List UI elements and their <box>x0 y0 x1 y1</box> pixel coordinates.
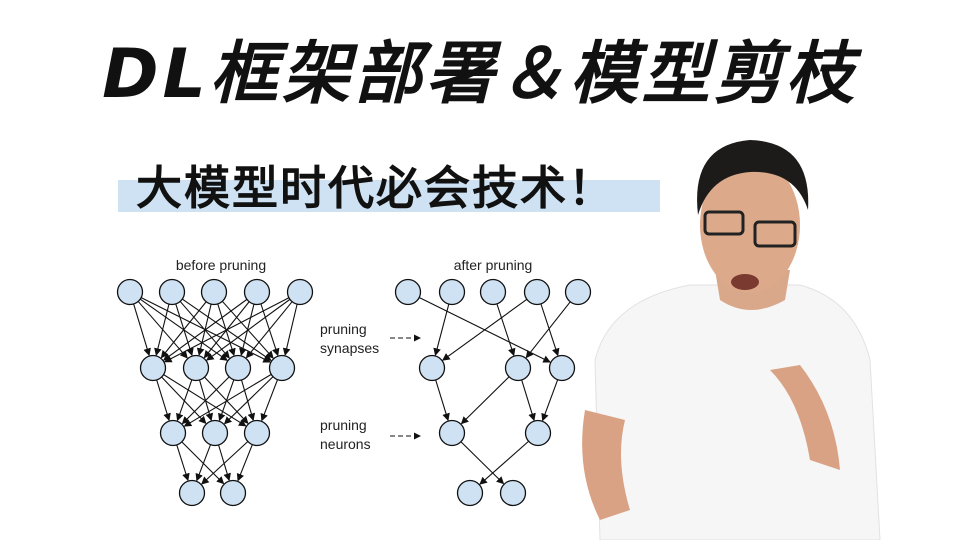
synapse-edge <box>540 303 560 357</box>
synapse-edge <box>154 303 170 356</box>
neuron-before <box>139 354 167 382</box>
glasses-left <box>703 210 745 236</box>
neuron-after <box>438 419 466 447</box>
left-hand <box>582 410 630 520</box>
synapse-edge <box>201 441 249 485</box>
synapse-edge <box>133 303 151 357</box>
synapse-edge <box>218 444 231 482</box>
synapse-edge <box>176 379 193 422</box>
neuron-after <box>418 354 446 382</box>
synapse-edge <box>176 444 190 482</box>
neuron-before <box>200 278 228 306</box>
synapse-edge <box>160 301 207 359</box>
neurons-label-line2: neurons <box>320 436 371 452</box>
synapse-edge <box>181 376 230 425</box>
neuron-before <box>178 479 206 507</box>
after-pruning-label: after pruning <box>454 257 533 273</box>
synapse-edge <box>206 298 291 361</box>
synapse-edge <box>195 444 212 482</box>
neuron-before <box>182 354 210 382</box>
neuron-after <box>456 479 484 507</box>
synapse-edge <box>218 379 235 422</box>
neuron-before <box>219 479 247 507</box>
subtitle-highlight <box>118 180 660 212</box>
synapse-edge <box>161 376 207 425</box>
neuron-after <box>438 278 466 306</box>
neuron-before <box>224 354 252 382</box>
synapse-edge <box>460 376 510 425</box>
synapse-edge <box>260 379 279 422</box>
synapse-edge <box>156 379 171 422</box>
synapses-label-line1: pruning <box>320 321 367 337</box>
page-title: DL框架部署＆模型剪枝 <box>102 35 858 114</box>
before-pruning-label: before pruning <box>176 257 266 273</box>
synapse-edge <box>164 297 290 363</box>
neuron-before <box>158 278 186 306</box>
synapse-edge <box>435 379 450 422</box>
neuron-before <box>116 278 144 306</box>
neuron-after <box>504 354 532 382</box>
synapse-edge <box>525 301 571 359</box>
synapse-edge <box>282 304 298 356</box>
synapse-edge <box>521 379 536 422</box>
synapse-edge <box>433 303 450 357</box>
head <box>700 157 800 293</box>
synapse-edge <box>442 298 528 361</box>
neuron-after <box>394 278 422 306</box>
neuron-before <box>243 278 271 306</box>
synapse-edge <box>163 298 248 361</box>
synapse-edge <box>223 376 274 425</box>
synapse-edge <box>239 303 255 356</box>
synapse-edge <box>181 441 225 485</box>
neuron-after <box>548 354 576 382</box>
hair <box>697 140 809 215</box>
neuron-after <box>499 479 527 507</box>
neuron-before <box>159 419 187 447</box>
synapse-edge <box>479 440 529 485</box>
synapse-edge <box>541 379 559 422</box>
neurons-label-line1: pruning <box>320 417 367 433</box>
neuron-before <box>286 278 314 306</box>
synapse-edge <box>245 301 293 359</box>
neuron-after <box>524 419 552 447</box>
right-hand <box>770 365 840 470</box>
synapse-edge <box>240 379 256 422</box>
synapse-edge <box>460 441 505 485</box>
neuron-before <box>201 419 229 447</box>
synapse-edge <box>236 444 253 482</box>
mouth <box>731 274 759 290</box>
synapse-edge <box>496 303 516 357</box>
synapse-edge <box>183 373 272 427</box>
neuron-after <box>564 278 592 306</box>
subtitle: 大模型时代必会技术！ <box>136 161 616 215</box>
neuron-after <box>523 278 551 306</box>
glasses-right <box>753 220 797 248</box>
synapse-edge <box>217 303 236 357</box>
neuron-before <box>268 354 296 382</box>
neuron-before <box>243 419 271 447</box>
neuron-after <box>479 278 507 306</box>
synapses-label-line2: synapses <box>320 340 379 356</box>
